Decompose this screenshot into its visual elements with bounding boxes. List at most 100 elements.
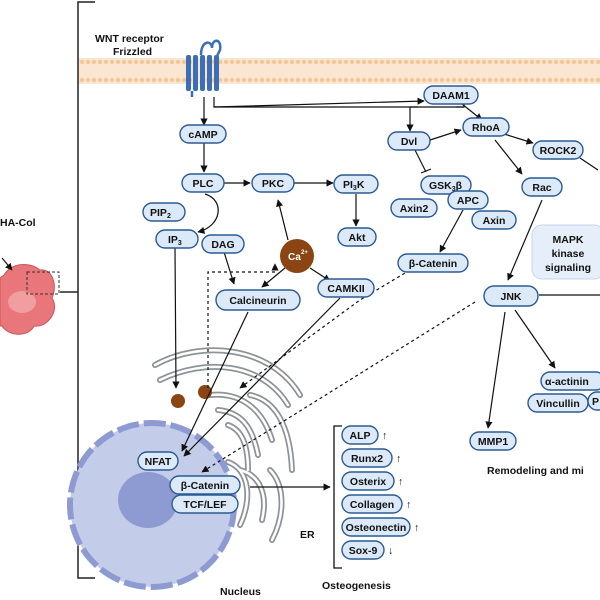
gene-label: ALP xyxy=(350,430,371,442)
node-vinculin: Vincullin xyxy=(527,393,589,413)
node-plc: PLC xyxy=(181,173,225,193)
cell-membrane xyxy=(78,58,600,84)
svg-text:ROCK2: ROCK2 xyxy=(540,145,577,157)
gene-label: Osterix xyxy=(350,476,386,488)
node-dvl: Dvl xyxy=(387,131,431,151)
calcium-channel-dot xyxy=(171,394,185,408)
gene-label: Sox-9 xyxy=(349,545,378,557)
gene-item: Osteonectin ↑ xyxy=(341,517,419,537)
svg-text:PIP2: PIP2 xyxy=(150,207,171,220)
svg-text:signaling: signaling xyxy=(545,262,591,274)
node-axin2: Axin2 xyxy=(390,198,438,218)
svg-text:α-actinin: α-actinin xyxy=(545,376,589,388)
svg-text:cAMP: cAMP xyxy=(188,129,217,141)
node-mapk: MAPK kinase signaling xyxy=(531,224,600,280)
node-actinin: α-actinin xyxy=(540,371,600,391)
svg-text:Akt: Akt xyxy=(349,232,366,244)
svg-text:TCF/LEF: TCF/LEF xyxy=(183,499,227,511)
svg-text:NFAT: NFAT xyxy=(145,456,172,468)
svg-text:APC: APC xyxy=(457,195,480,207)
gene-item: Runx2 ↑ xyxy=(341,448,401,468)
up-arrow-icon: ↑ xyxy=(414,522,419,534)
svg-text:Rac: Rac xyxy=(532,182,551,194)
er-inner xyxy=(153,349,302,542)
gene-item: Osterix ↑ xyxy=(341,471,403,491)
node-dag: DAG xyxy=(201,234,245,254)
svg-text:CAMKII: CAMKII xyxy=(327,283,364,295)
node-nfat: NFAT xyxy=(137,451,179,471)
nucleus-label: Nucleus xyxy=(220,586,261,598)
svg-text:PLC: PLC xyxy=(193,178,214,190)
svg-text:Ca: Ca xyxy=(288,252,301,263)
up-arrow-icon: ↑ xyxy=(396,453,401,465)
node-p-partial: P xyxy=(587,391,600,411)
node-pkc: PKC xyxy=(251,173,295,193)
calcium-ion: Ca 2+ xyxy=(280,239,314,273)
svg-text:DAAM1: DAAM1 xyxy=(432,90,469,102)
svg-text:DAG: DAG xyxy=(211,239,234,251)
ha-col-label: HA-Col xyxy=(0,217,36,229)
svg-text:IP3: IP3 xyxy=(168,234,182,247)
svg-text:RhoA: RhoA xyxy=(472,122,500,134)
node-rhoa: RhoA xyxy=(462,117,510,137)
node-calcineurin: Calcineurin xyxy=(215,289,301,311)
gene-label: Collagen xyxy=(350,499,394,511)
svg-text:MMP1: MMP1 xyxy=(478,436,508,448)
node-rock2: ROCK2 xyxy=(532,140,584,160)
svg-text:PI3K: PI3K xyxy=(343,179,365,192)
cell-illustration xyxy=(0,264,60,335)
up-arrow-icon: ↑ xyxy=(382,430,387,442)
receptor-label-2: Frizzled xyxy=(113,46,152,58)
er-label: ER xyxy=(300,529,315,541)
gene-label: Runx2 xyxy=(351,453,383,465)
svg-text:PKC: PKC xyxy=(262,178,285,190)
node-bcatenin-nuclear: β-Catenin xyxy=(169,475,241,495)
svg-text:Vincullin: Vincullin xyxy=(536,398,580,410)
down-arrow-icon: ↓ xyxy=(388,545,393,557)
node-gsk3b: GSK3β xyxy=(420,175,472,195)
pathway-arrows xyxy=(172,97,600,491)
frizzled-receptor-icon xyxy=(186,39,222,97)
svg-text:Dvl: Dvl xyxy=(401,136,417,148)
node-camp: cAMP xyxy=(179,124,227,144)
up-arrow-icon: ↑ xyxy=(398,476,403,488)
node-rac: Rac xyxy=(521,177,563,197)
node-pi3k: PI3K xyxy=(333,174,379,194)
svg-text:Calcineurin: Calcineurin xyxy=(229,295,286,307)
gene-item: Sox-9 ↓ xyxy=(341,540,393,560)
node-daam1: DAAM1 xyxy=(423,85,479,105)
osteogenic-gene-list: ALP ↑ Runx2 ↑ Osterix ↑ Collagen ↑ Osteonectin ↑ S… xyxy=(341,425,419,560)
node-bcatenin: β-Catenin xyxy=(397,253,469,273)
receptor-label-1: WNT receptor xyxy=(95,33,164,45)
genes-bracket xyxy=(333,425,342,569)
svg-text:β-Catenin: β-Catenin xyxy=(409,258,457,270)
svg-text:JNK: JNK xyxy=(500,291,521,303)
gene-item: ALP ↑ xyxy=(341,425,387,445)
node-mmp1: MMP1 xyxy=(469,431,517,451)
node-jnk: JNK xyxy=(483,285,539,307)
svg-text:β-Catenin: β-Catenin xyxy=(181,480,229,492)
gene-label: Osteonectin xyxy=(346,522,407,534)
node-apc: APC xyxy=(447,190,489,210)
svg-text:GSK3β: GSK3β xyxy=(429,180,463,193)
svg-text:P: P xyxy=(592,396,599,408)
svg-text:2+: 2+ xyxy=(301,250,308,256)
node-akt: Akt xyxy=(337,227,377,247)
remodeling-label: Remodeling and mi xyxy=(487,465,584,477)
gene-item: Collagen ↑ xyxy=(341,494,411,514)
osteogenesis-label: Osteogenesis xyxy=(322,580,391,592)
svg-text:Axin2: Axin2 xyxy=(400,203,429,215)
node-axin: Axin xyxy=(471,210,517,230)
node-tcf-lef: TCF/LEF xyxy=(171,494,239,514)
nucleus-illustration xyxy=(67,420,237,590)
svg-text:Axin: Axin xyxy=(483,215,506,227)
node-camkii: CAMKII xyxy=(317,278,375,298)
svg-text:kinase: kinase xyxy=(552,248,585,260)
membrane-lipids xyxy=(79,59,600,83)
node-ip3: IP3 xyxy=(155,229,199,249)
zoom-bracket xyxy=(60,1,95,579)
up-arrow-icon: ↑ xyxy=(406,499,411,511)
node-pip2: PIP2 xyxy=(142,202,186,222)
svg-text:MAPK: MAPK xyxy=(553,234,584,246)
